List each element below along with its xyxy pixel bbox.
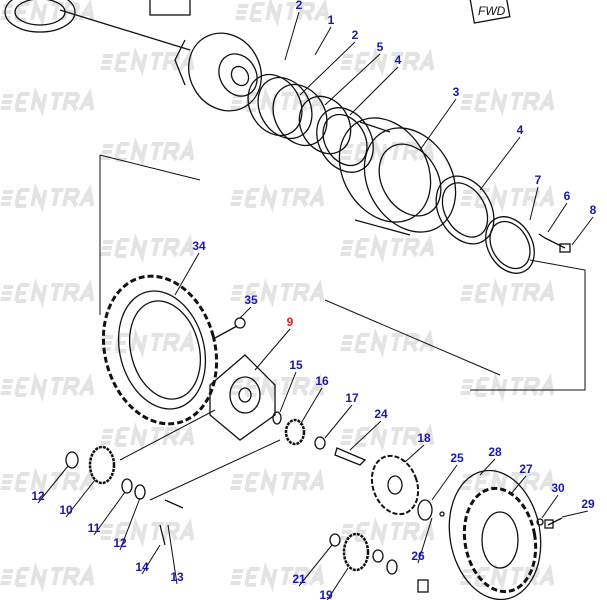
track-frame-part [4,0,191,33]
callout-17[interactable]: 17 [345,391,359,405]
callout-11[interactable]: 11 [87,521,101,535]
leader-line [324,53,381,106]
bearing-ring [435,175,535,274]
callout-7[interactable]: 7 [534,173,542,187]
callout-28[interactable]: 28 [488,445,502,459]
callout-8[interactable]: 8 [589,203,597,217]
callout-3[interactable]: 3 [452,85,460,99]
callout-13[interactable]: 13 [170,570,184,584]
sprocket [101,274,219,426]
leader-line [479,136,521,191]
leader-line [326,567,349,600]
leader-line [571,216,594,246]
shaft-24 [334,447,367,466]
leader-line [141,544,161,575]
leader-line [174,252,200,296]
callout-9[interactable]: 9 [286,315,294,329]
callout-24[interactable]: 24 [374,407,388,421]
planetary-carrier [209,354,276,441]
gear-18 [370,454,420,516]
callout-12[interactable]: 12 [113,536,127,550]
leader-line [167,524,178,585]
small-gears [65,445,429,593]
leader-line [417,517,433,564]
leader-line [93,491,126,536]
leader-line [298,544,333,587]
leader-line [324,404,353,439]
callout-35[interactable]: 35 [244,293,258,307]
leader-line [541,494,559,519]
leader-line [349,66,399,116]
callout-16[interactable]: 16 [315,374,329,388]
callout-19[interactable]: 19 [319,588,333,600]
callout-21[interactable]: 21 [292,572,306,586]
leader-line [547,202,568,233]
leader-line [254,328,291,371]
leader-line [561,510,589,518]
fwd-plate: FWD [469,0,511,24]
leader-line [299,387,323,426]
callout-26[interactable]: 26 [411,549,425,563]
callout-14[interactable]: 14 [135,560,149,574]
bolt-29 [536,517,563,529]
leader-line [239,306,252,319]
leader-line [37,465,69,504]
bolt-35 [214,317,246,339]
callout-29[interactable]: 29 [581,497,595,511]
leader-line [529,186,539,221]
hub [338,117,457,236]
callout-2[interactable]: 2 [295,0,303,12]
callout-10[interactable]: 10 [59,503,73,517]
callout-15[interactable]: 15 [289,358,303,372]
callout-27[interactable]: 27 [519,462,533,476]
leader-line [419,98,457,151]
callout-4[interactable]: 4 [394,53,402,67]
leader-line [119,497,141,551]
callout-2[interactable]: 2 [351,28,359,42]
leader-line [284,11,300,61]
leader-line [509,475,527,496]
callout-1[interactable]: 1 [327,13,335,27]
gear-16 [272,411,326,450]
callout-4[interactable]: 4 [516,123,524,137]
travel-motor [59,9,262,112]
callout-25[interactable]: 25 [450,451,464,465]
floating-seals [247,73,374,173]
fwd-mark: FWD [478,4,506,18]
leader-line [404,444,425,463]
ring-25 [417,499,445,521]
bolt-8 [538,233,571,253]
leader-line [349,420,382,451]
callout-6[interactable]: 6 [563,189,571,203]
leader-line [314,26,332,56]
callout-12[interactable]: 12 [31,489,45,503]
callout-34[interactable]: 34 [192,239,206,253]
callout-30[interactable]: 30 [551,481,565,495]
guide-lines [99,154,586,501]
leader-line [299,41,356,96]
leader-line [431,464,458,501]
cover-28 [448,469,542,600]
leader-line [65,479,96,518]
leader-line [279,371,297,413]
leader-lines [37,11,594,600]
callout-18[interactable]: 18 [417,431,431,445]
callout-5[interactable]: 5 [376,40,384,54]
leader-line [479,458,496,476]
